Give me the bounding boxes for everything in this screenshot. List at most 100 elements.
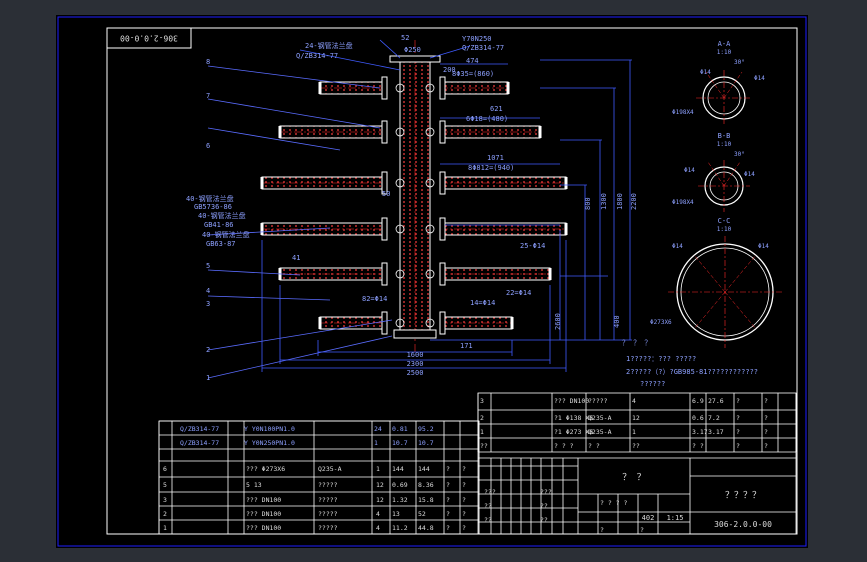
main-column bbox=[389, 40, 441, 352]
branch-cap bbox=[260, 223, 264, 235]
technical-notes: ？ ？ ？ 1?????：??? ????? 2?????（?）?GB985-8… bbox=[622, 339, 758, 388]
dim-22: 22=Φ14 bbox=[506, 289, 531, 297]
vertical-dimension: 2600 bbox=[554, 313, 562, 330]
flange-label-b: Q/ZB314-77 bbox=[462, 44, 504, 52]
weld-circle bbox=[425, 178, 435, 188]
left-table-cell: 144 bbox=[392, 465, 404, 473]
left-table-cell: ????? bbox=[318, 481, 338, 489]
dim-171: 171 bbox=[460, 342, 473, 350]
section-bb: B-B 1:10 30° Φ14 Φ14 Φ198X4 bbox=[672, 132, 755, 212]
left-label-5: 40-钢管法兰盘 bbox=[202, 230, 250, 239]
left-table-cell: 15.8 bbox=[418, 496, 434, 504]
left-table-cell: 11.2 bbox=[392, 524, 408, 532]
left-table-cell: 44.8 bbox=[418, 524, 434, 532]
left-label-4: GB41-86 bbox=[204, 221, 234, 229]
left-table-cell: ? bbox=[446, 524, 450, 532]
left-table-cell: 5 bbox=[163, 481, 167, 489]
right-table-cell: 4 bbox=[632, 397, 636, 405]
section-cc: C-C 1:10 Φ14 Φ14 Φ273X6 bbox=[650, 217, 782, 348]
right-table-cell: 3 bbox=[480, 397, 484, 405]
dim-25: 25-Φ14 bbox=[520, 242, 545, 250]
left-table-cell: ? bbox=[462, 481, 466, 489]
section-bb-angle: 30° bbox=[734, 151, 745, 158]
section-bb-scale: 1:10 bbox=[717, 141, 732, 148]
left-table-cell: ? bbox=[446, 496, 450, 504]
left-table-top-cell: 10.7 bbox=[418, 439, 434, 447]
right-table-cell: ? bbox=[764, 442, 768, 450]
section-cc-hole-r: Φ14 bbox=[758, 243, 769, 250]
left-label-6: GB63-87 bbox=[206, 240, 236, 248]
left-table-cell: 52 bbox=[418, 510, 426, 518]
section-bb-hole-l: Φ14 bbox=[684, 167, 695, 174]
left-table-cell: ????? bbox=[318, 496, 338, 504]
branch-cap bbox=[318, 317, 322, 329]
weld-circle bbox=[425, 83, 435, 93]
right-table-cell: ?? bbox=[632, 442, 640, 450]
left-table-cell: ????? bbox=[318, 510, 338, 518]
left-label-3: 40-钢管法兰盘 bbox=[198, 211, 246, 220]
branch-cap bbox=[318, 82, 322, 94]
right-table-cell: ? bbox=[764, 414, 768, 422]
weld-circle bbox=[395, 178, 405, 188]
section-aa-scale: 1:10 bbox=[717, 49, 732, 56]
branch-cap bbox=[538, 126, 542, 138]
outer-frame bbox=[57, 16, 807, 547]
left-table-top-cell: 24 bbox=[374, 425, 382, 433]
sig-cell: ? ? ? ? bbox=[600, 499, 627, 507]
left-table-top-cell: 10.7 bbox=[392, 439, 408, 447]
dim-82: 82=Φ14 bbox=[362, 295, 387, 303]
section-aa-title: A-A bbox=[718, 40, 731, 48]
notes-line-1: 1?????：??? ????? bbox=[626, 355, 696, 363]
item-number: 4 bbox=[206, 287, 210, 295]
vertical-dimension: 800 bbox=[584, 197, 592, 210]
leader-line bbox=[207, 227, 331, 236]
item-number: 7 bbox=[206, 92, 210, 100]
left-table-cell: ? bbox=[446, 481, 450, 489]
left-table-top-cell: Y Y0N100PN1.0 bbox=[244, 425, 295, 433]
right-table-cell: ?1 Φ138 X6 bbox=[554, 414, 593, 422]
dim-41: 41 bbox=[292, 254, 300, 262]
left-table-cell: ? bbox=[446, 465, 450, 473]
leader-line bbox=[207, 127, 341, 151]
sig-cell: ??? bbox=[484, 488, 496, 496]
left-table-top-cell: Q/ZB314-77 bbox=[180, 439, 219, 447]
weld-circle bbox=[395, 83, 405, 93]
vertical-dimension: 400 bbox=[613, 315, 621, 328]
drawing-sheet: 306-2.0.0-00 bbox=[56, 15, 808, 548]
section-cc-scale: 1:10 bbox=[717, 226, 732, 233]
dim-1600: 1600 bbox=[407, 351, 424, 359]
weld-circle bbox=[395, 224, 405, 234]
left-table-cell: 6 bbox=[163, 465, 167, 473]
leader-line bbox=[207, 65, 381, 89]
left-table-cell: Q235-A bbox=[318, 465, 342, 473]
branch-flange bbox=[439, 262, 446, 286]
dim-2300: 2300 bbox=[407, 360, 424, 368]
right-table-cell: 0.6 bbox=[692, 414, 704, 422]
left-table-cell: ??? DN100 bbox=[246, 496, 281, 504]
left-table-cell: 4 bbox=[376, 510, 380, 518]
weld-circle bbox=[425, 318, 435, 328]
right-table-cell: ? bbox=[736, 397, 740, 405]
right-table-cell: ?? bbox=[480, 442, 488, 450]
branch-flange bbox=[381, 217, 388, 241]
left-table-cell: ? bbox=[462, 496, 466, 504]
right-table-cell: 7.2 bbox=[708, 414, 720, 422]
left-table-top-cell: Q/ZB314-77 bbox=[180, 425, 219, 433]
right-table-cell: ? bbox=[764, 428, 768, 436]
branch-cap bbox=[510, 317, 514, 329]
item-number: 1 bbox=[206, 374, 210, 382]
section-bb-title: B-B bbox=[718, 132, 731, 140]
section-cc-title: C-C bbox=[718, 217, 731, 225]
branch-cap bbox=[278, 126, 282, 138]
bottom-dimensions: 1600 2300 2500 bbox=[407, 351, 424, 377]
code-box-text: 306-2.0.0-00 bbox=[120, 34, 178, 43]
left-table-cell: 1 bbox=[376, 465, 380, 473]
vertical-dimension: 2200 bbox=[630, 193, 638, 210]
sig-cell: ?? bbox=[540, 502, 548, 510]
left-table-cell: 12 bbox=[376, 496, 384, 504]
title-product-name: ？？？？ bbox=[725, 491, 761, 501]
dim-2500: 2500 bbox=[407, 369, 424, 377]
